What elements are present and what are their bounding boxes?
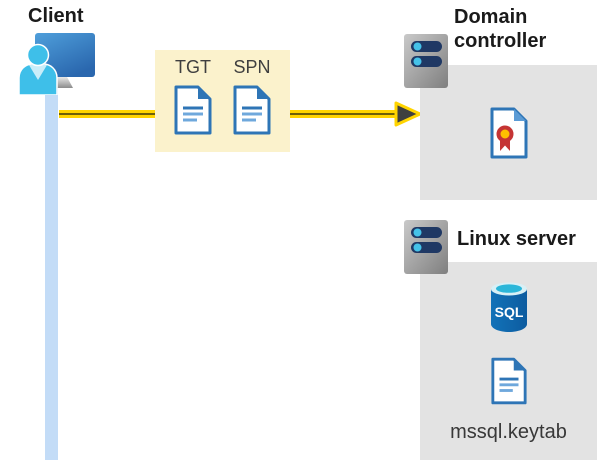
sql-label: SQL (494, 304, 523, 320)
client-connection-line (45, 84, 58, 460)
linux-server-title: Linux server (457, 228, 576, 250)
domain-controller-server-icon (404, 34, 448, 88)
spn-ticket: SPN (232, 57, 272, 152)
keytab-label: mssql.keytab (450, 421, 567, 443)
tgt-label: TGT (175, 57, 211, 77)
domain-controller-title: Domain controller (454, 6, 547, 52)
tgt-document-icon (174, 85, 212, 135)
keytab-document-icon (490, 357, 527, 405)
linux-server-icon (404, 220, 448, 274)
auth-request-arrowhead-icon (394, 101, 422, 127)
domain-controller-box (420, 65, 597, 200)
tgt-ticket: TGT (173, 57, 213, 152)
user-icon (18, 43, 58, 95)
certificate-icon (490, 107, 527, 158)
client-workstation-icon (18, 33, 95, 95)
linux-server-box: SQL mssql.keytab (420, 262, 597, 460)
ticket-box: TGT SPN (155, 50, 290, 152)
sql-database-icon: SQL (490, 282, 527, 332)
spn-label: SPN (233, 57, 271, 77)
spn-document-icon (233, 85, 271, 135)
client-title: Client (28, 5, 84, 27)
